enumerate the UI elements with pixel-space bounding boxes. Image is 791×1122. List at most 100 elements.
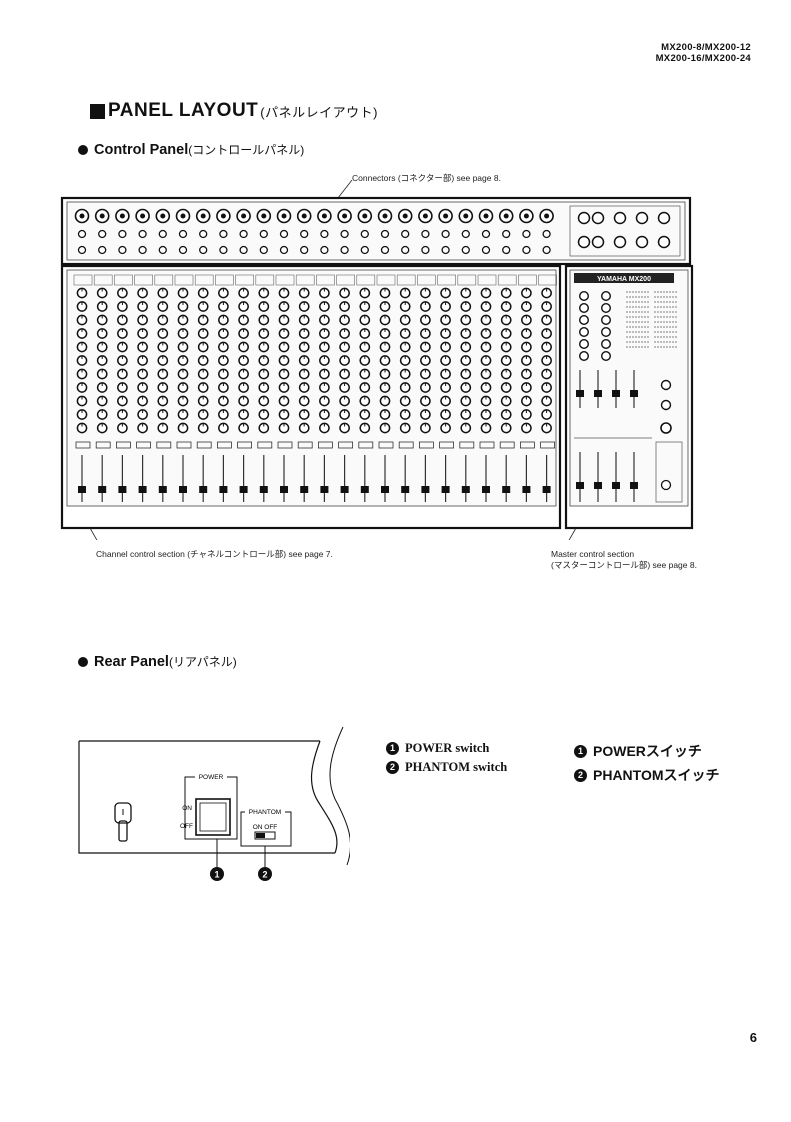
phones-jack-icon bbox=[660, 479, 672, 491]
connector-row bbox=[74, 205, 681, 257]
master-section bbox=[574, 290, 683, 503]
jack-connector-icon bbox=[199, 229, 208, 239]
jack-connector-icon bbox=[401, 229, 410, 239]
jack-connector-icon bbox=[279, 245, 289, 255]
square-bullet-icon bbox=[90, 103, 105, 119]
jack-connector-icon bbox=[401, 245, 410, 255]
jack-connector-icon bbox=[360, 229, 369, 239]
fader-knob-icon bbox=[502, 486, 511, 493]
knob-icon bbox=[96, 287, 108, 299]
master-fader-knob-icon bbox=[576, 390, 584, 397]
master-knob-icon bbox=[601, 338, 612, 349]
button-icon bbox=[439, 441, 455, 449]
button-icon bbox=[338, 441, 354, 449]
model-line-1: MX200-8/MX200-12 bbox=[661, 42, 751, 53]
jack-connector-icon bbox=[522, 229, 531, 239]
knob-icon bbox=[521, 287, 532, 299]
channel-switch-icon bbox=[497, 274, 517, 286]
button-icon bbox=[116, 441, 131, 449]
channel-switch-icon bbox=[215, 274, 234, 286]
xlr-pin-icon bbox=[402, 213, 408, 219]
knob-icon bbox=[258, 301, 270, 312]
knob-icon bbox=[177, 301, 189, 312]
xlr-pin-icon bbox=[321, 213, 327, 219]
knob-icon bbox=[480, 301, 492, 312]
bullet-icon bbox=[78, 144, 88, 155]
fader-knob-icon bbox=[441, 486, 450, 493]
button-icon bbox=[75, 441, 91, 449]
knob-icon bbox=[379, 301, 391, 312]
master-knob-icon bbox=[601, 290, 612, 301]
legend-text-power-jp: POWERスイッチ bbox=[593, 743, 702, 759]
knob-icon bbox=[379, 287, 391, 299]
xlr-pin-icon bbox=[301, 213, 307, 219]
jack-connector-icon bbox=[300, 245, 309, 255]
mx200-logo-text: YAMAHA MX200 bbox=[597, 276, 651, 283]
legend-text-power: POWER switch bbox=[405, 741, 490, 755]
legend-item-power: 1 POWER switch bbox=[386, 741, 507, 756]
fader-knob-icon bbox=[158, 486, 167, 493]
channel-switch-icon bbox=[417, 274, 436, 286]
title-main: PANEL LAYOUT bbox=[108, 100, 259, 121]
master-knob-icon bbox=[601, 326, 612, 337]
knob-icon bbox=[420, 287, 431, 299]
channel-strips bbox=[73, 274, 557, 502]
jack-connector-icon bbox=[461, 229, 470, 239]
knob-icon bbox=[76, 287, 88, 299]
jack-connector-icon bbox=[542, 245, 551, 255]
jack-connector-icon bbox=[481, 245, 491, 255]
mx200-logo bbox=[574, 273, 674, 283]
channel-switch-icon bbox=[396, 274, 416, 286]
jack-connector-icon bbox=[259, 229, 268, 239]
master-connector-icon bbox=[635, 235, 649, 249]
xlr-pin-icon bbox=[79, 213, 85, 219]
xlr-pin-icon bbox=[281, 213, 287, 219]
button-icon bbox=[418, 441, 434, 449]
jack-connector-icon bbox=[239, 245, 248, 255]
legend-item-power-jp: 1 POWERスイッチ bbox=[574, 741, 720, 761]
knob-icon bbox=[177, 287, 189, 299]
fader-knob-icon bbox=[542, 486, 551, 493]
master-callout-line-1: Master control section bbox=[551, 549, 635, 559]
knob-icon bbox=[96, 301, 108, 312]
marker-1-text: 1 bbox=[214, 870, 219, 880]
button-icon bbox=[519, 441, 535, 449]
power-on-label: ON bbox=[182, 805, 192, 812]
jack-connector-icon bbox=[178, 245, 188, 255]
master-knob-icon bbox=[660, 399, 672, 411]
channel-switch-icon bbox=[457, 274, 477, 286]
knob-icon bbox=[359, 301, 371, 312]
button-icon bbox=[156, 441, 172, 449]
knob-icon bbox=[541, 287, 552, 299]
jack-connector-icon bbox=[279, 229, 289, 239]
knob-icon bbox=[76, 301, 88, 312]
master-connector-icon bbox=[591, 235, 605, 249]
jack-connector-icon bbox=[98, 245, 107, 255]
xlr-pin-icon bbox=[342, 213, 348, 219]
fader-knob-icon bbox=[401, 486, 410, 493]
power-label: POWER bbox=[199, 774, 224, 781]
fader-knob-icon bbox=[78, 486, 86, 493]
xlr-pin-icon bbox=[99, 213, 105, 219]
knob-icon bbox=[117, 301, 128, 312]
channel-switch-icon bbox=[174, 274, 194, 286]
xlr-pin-icon bbox=[544, 213, 550, 219]
channel-switch-icon bbox=[194, 274, 214, 286]
master-fader-knob-icon bbox=[630, 390, 638, 397]
jack-connector-icon bbox=[98, 229, 107, 239]
button-icon bbox=[540, 441, 556, 449]
button-icon bbox=[297, 441, 313, 449]
jack-connector-icon bbox=[300, 229, 309, 239]
rear-panel-illustration: POWER ON OFF PHANTOM ON OFF 1 2 bbox=[78, 726, 350, 881]
knob-icon bbox=[480, 287, 492, 299]
jack-connector-icon bbox=[502, 229, 511, 239]
jack-connector-icon bbox=[380, 229, 390, 239]
fader-knob-icon bbox=[259, 486, 268, 493]
fader-knob-icon bbox=[320, 486, 329, 493]
fader-knob-icon bbox=[118, 486, 127, 493]
channel-switch-icon bbox=[518, 274, 537, 286]
knob-icon bbox=[420, 301, 431, 312]
phones-knob-icon bbox=[660, 422, 672, 434]
button-icon bbox=[317, 441, 333, 449]
xlr-pin-icon bbox=[443, 213, 449, 219]
